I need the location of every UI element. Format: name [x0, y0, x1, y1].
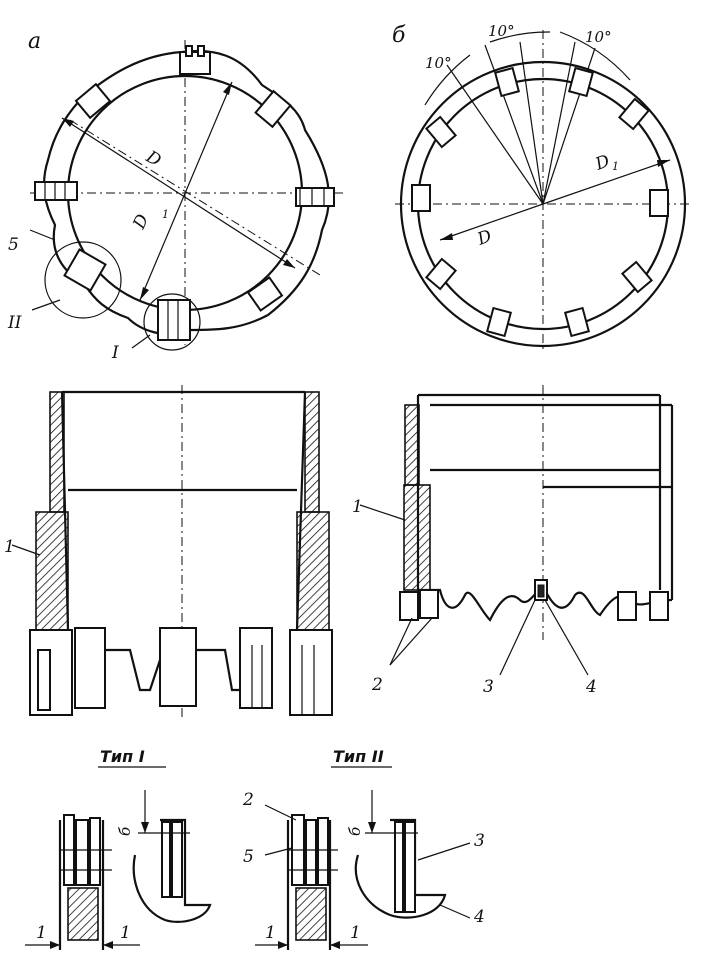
cutter-block	[246, 276, 284, 312]
part-4-label-b: 4	[585, 677, 597, 697]
callout-ii: II	[7, 313, 22, 333]
angle-label-1: 10°	[425, 54, 452, 72]
plan-view-a: а D D 1 5 II I	[7, 29, 345, 363]
detail-type-i: Тип I б 1 1	[25, 747, 212, 950]
part-2-label-ii: 2	[242, 790, 254, 810]
cutter-block	[157, 299, 191, 341]
type-i-title: Тип I	[100, 747, 145, 766]
panel-label-a: а	[28, 29, 41, 54]
callout-i: I	[111, 343, 119, 363]
part-1-label-a: 1	[4, 537, 15, 557]
cutter-block	[74, 82, 112, 120]
dim-d-label: D	[142, 147, 165, 172]
part-4-label-ii: 4	[473, 907, 485, 927]
clearance-left-ii: 1	[265, 923, 276, 943]
type-ii-title: Тип II	[333, 747, 384, 766]
part-1-label-b: 1	[352, 497, 363, 517]
cutter-block	[254, 89, 292, 129]
part-2-label-b: 2	[371, 675, 383, 695]
detail-circle-ii	[44, 241, 122, 319]
angle-label-2: 10°	[488, 22, 515, 40]
part-3-label-ii: 3	[474, 831, 485, 851]
cutter-block	[179, 45, 211, 75]
elevation-b: 1 2 3 4	[352, 385, 674, 697]
plan-view-b: б 10° 10° 10° D D 1	[392, 22, 690, 350]
clearance-right-i: 1	[120, 923, 131, 943]
detail-type-ii: Тип II 2 5 3 4 б 1 1	[242, 747, 485, 950]
angle-label-3: 10°	[585, 28, 612, 46]
part-5-label-a: 5	[8, 235, 19, 255]
panel-label-b: б	[392, 23, 406, 48]
dim-d1-sub: 1	[162, 208, 169, 221]
dim-d-label-b: D	[474, 226, 495, 250]
dim-d1-sub-b: 1	[612, 160, 619, 173]
cutter-blocks-b	[411, 66, 669, 338]
dim-b-label-ii: б	[346, 826, 364, 836]
clearance-left-i: 1	[36, 923, 47, 943]
part-3-label-b: 3	[483, 677, 494, 697]
cutter-block	[63, 248, 107, 292]
elevation-a: 1	[4, 385, 333, 720]
dim-b-label-i: б	[116, 826, 134, 836]
dim-d1-label-b: D	[592, 151, 613, 175]
dim-d1-label: D	[129, 211, 153, 233]
cutter-block	[295, 187, 335, 207]
detail-circle-i	[143, 293, 201, 351]
part-5-label-ii: 5	[243, 847, 254, 867]
clearance-right-ii: 1	[350, 923, 361, 943]
cutter-block	[34, 181, 78, 201]
